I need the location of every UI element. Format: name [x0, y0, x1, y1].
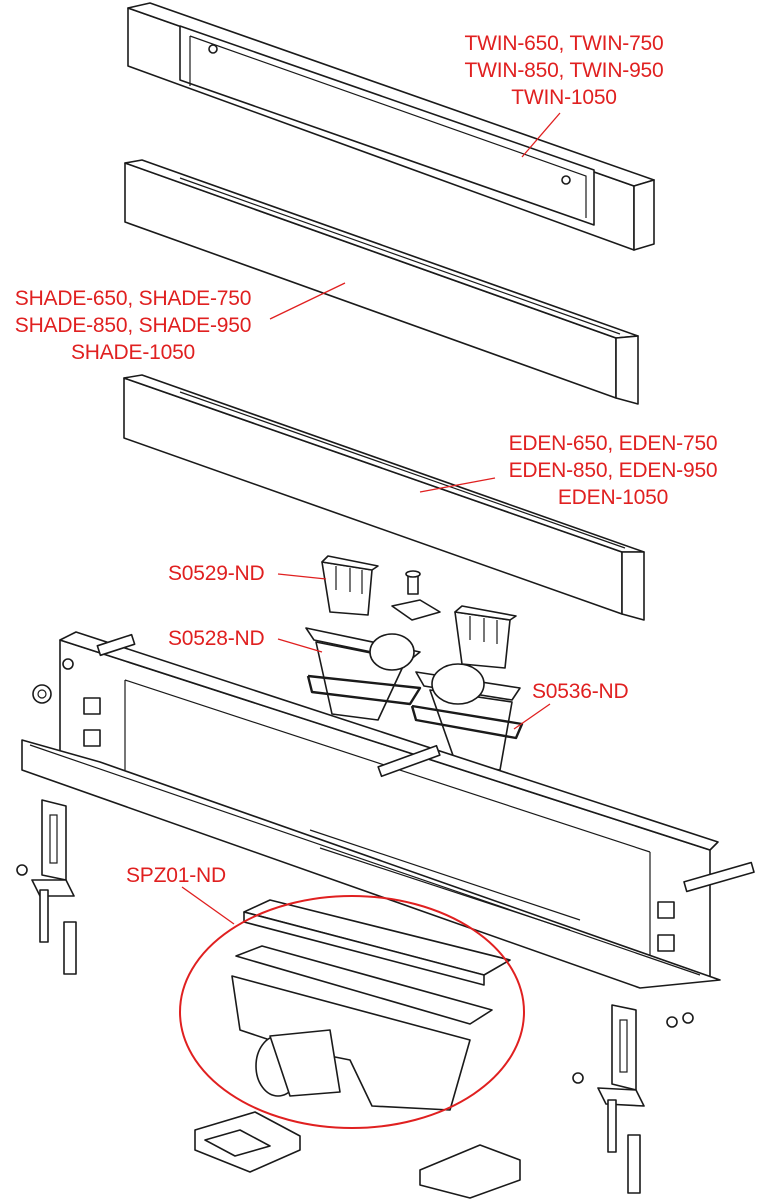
eden-grate — [123, 374, 645, 621]
label-eden-line-3: EDEN-1050 — [557, 486, 669, 509]
bolt-right — [683, 861, 755, 893]
leader-lines — [181, 112, 561, 925]
s0529-clip-left — [321, 555, 379, 616]
label-shade-line-1: SHADE-650, SHADE-750 — [14, 287, 252, 310]
label-twin-line-3: TWIN-1050 — [511, 86, 617, 109]
label-shade-line-2: SHADE-850, SHADE-950 — [14, 314, 252, 337]
label-shade-line-3: SHADE-1050 — [70, 341, 196, 364]
bracket-left — [16, 799, 77, 975]
bolt-middle — [377, 744, 441, 778]
label-eden-line-2: EDEN-850, EDEN-950 — [508, 459, 718, 482]
label-eden: EDEN-650, EDEN-750 EDEN-850, EDEN-950 ED… — [490, 430, 736, 511]
twin-grate — [127, 2, 655, 251]
label-eden-line-1: EDEN-650, EDEN-750 — [508, 432, 718, 455]
shade-grate — [124, 159, 639, 405]
base-support-left — [194, 1111, 301, 1173]
spz01-highlight-circle — [179, 895, 525, 1129]
label-twin-line-2: TWIN-850, TWIN-950 — [464, 59, 664, 82]
s0536-trap — [410, 663, 524, 771]
small-screw-plate — [391, 570, 441, 621]
s0528-trap — [305, 627, 422, 721]
label-spz01: SPZ01-ND — [126, 864, 226, 887]
base-support-right — [419, 1144, 521, 1199]
bracket-right — [572, 1004, 694, 1194]
channel-frame — [21, 631, 721, 989]
label-shade: SHADE-650, SHADE-750 SHADE-850, SHADE-95… — [0, 285, 266, 366]
label-s0536: S0536-ND — [532, 680, 629, 703]
label-s0528: S0528-ND — [168, 627, 265, 650]
label-s0529: S0529-ND — [168, 562, 265, 585]
bolt-top-left — [96, 633, 136, 657]
label-twin-line-1: TWIN-650, TWIN-750 — [464, 32, 664, 55]
label-twin: TWIN-650, TWIN-750 TWIN-850, TWIN-950 TW… — [442, 30, 686, 111]
nut-left — [32, 658, 74, 704]
spz01-siphon — [231, 899, 511, 1111]
s0529-clip-right — [454, 605, 517, 669]
